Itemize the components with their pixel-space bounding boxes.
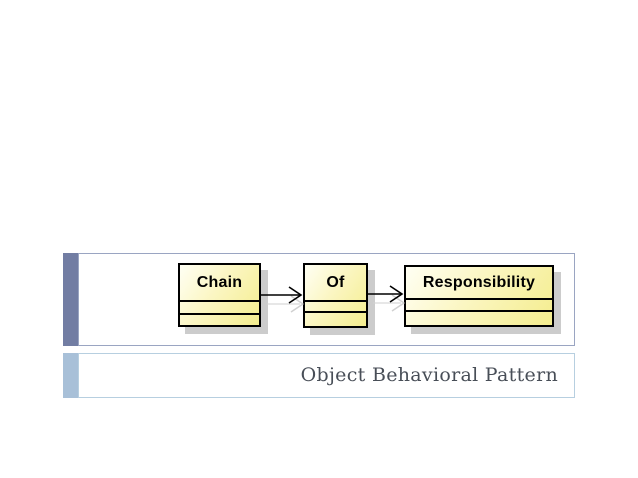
open-arrowhead-icon — [288, 286, 303, 304]
subtitle-text: Object Behavioral Pattern — [300, 364, 558, 386]
title-accent-bar — [63, 253, 78, 346]
subtitle-section: Object Behavioral Pattern — [63, 353, 575, 398]
arrow-shadow — [290, 295, 305, 313]
title-panel: Chain Of Responsibility — [78, 253, 575, 346]
uml-operations-compartment — [180, 315, 259, 325]
uml-operations-compartment — [406, 312, 552, 325]
uml-operations-compartment — [305, 313, 366, 326]
uml-class-responsibility: Responsibility — [404, 265, 554, 327]
subtitle-panel: Object Behavioral Pattern — [78, 353, 575, 398]
uml-class-of: Of — [303, 263, 368, 328]
uml-attributes-compartment — [305, 302, 366, 313]
uml-class-name: Of — [305, 265, 366, 302]
uml-class-chain: Chain — [178, 263, 261, 327]
arrow-shadow — [391, 294, 406, 312]
uml-class-name: Chain — [180, 265, 259, 302]
uml-attributes-compartment — [180, 302, 259, 315]
subtitle-accent-bar — [63, 353, 78, 398]
uml-attributes-compartment — [406, 300, 552, 312]
uml-class-name: Responsibility — [406, 267, 552, 300]
title-section: Chain Of Responsibility — [63, 253, 575, 346]
open-arrowhead-icon — [389, 285, 404, 303]
